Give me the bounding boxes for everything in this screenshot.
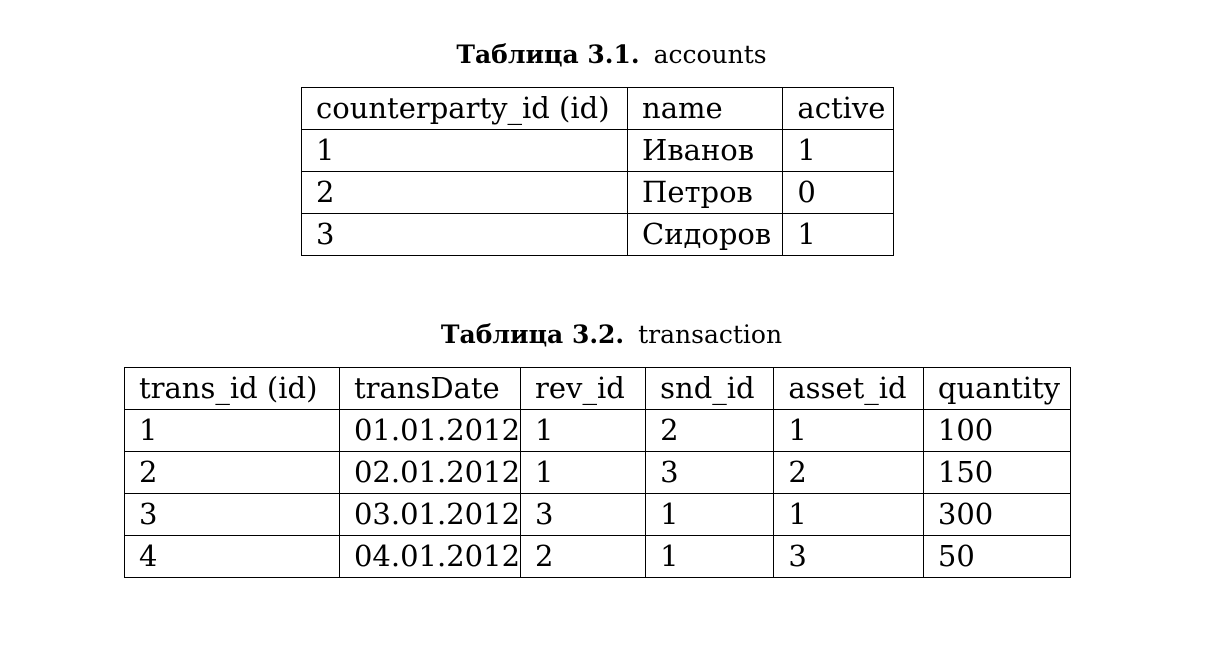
table-cell: 3 bbox=[124, 493, 340, 536]
table-cell: 1 bbox=[300, 129, 629, 172]
table-cell: 1 bbox=[782, 213, 894, 256]
table-cell: 100 bbox=[922, 409, 1072, 452]
table-cell: 2 bbox=[773, 451, 924, 494]
table-row: 2 02.01.2012 1 3 2 150 bbox=[124, 451, 1072, 494]
table-cell: 50 bbox=[922, 535, 1072, 578]
table-cell: 1 bbox=[773, 409, 924, 452]
caption-label: Таблица 3.2. bbox=[440, 320, 625, 349]
header-cell: transDate bbox=[338, 367, 522, 410]
table-cell: 02.01.2012 bbox=[338, 451, 522, 494]
table-cell: 150 bbox=[922, 451, 1072, 494]
table-cell: 1 bbox=[520, 451, 647, 494]
table-cell: Петров bbox=[627, 171, 784, 214]
table-row: 1 Иванов 1 bbox=[300, 129, 894, 172]
table-cell: 1 bbox=[773, 493, 924, 536]
header-cell: trans_id (id) bbox=[124, 367, 340, 410]
table-cell: 3 bbox=[645, 451, 775, 494]
header-cell: asset_id bbox=[773, 367, 924, 410]
caption-label: Таблица 3.1. bbox=[456, 40, 640, 69]
table-cell: 3 bbox=[520, 493, 647, 536]
table-cell: 03.01.2012 bbox=[338, 493, 522, 536]
table-row: 3 03.01.2012 3 1 1 300 bbox=[124, 493, 1072, 536]
table-cell: 2 bbox=[520, 535, 647, 578]
table-cell: 1 bbox=[782, 129, 894, 172]
header-cell: snd_id bbox=[645, 367, 775, 410]
table-cell: 3 bbox=[773, 535, 924, 578]
header-cell: rev_id bbox=[520, 367, 647, 410]
table-cell: 2 bbox=[645, 409, 775, 452]
transaction-table: trans_id (id) transDate rev_id snd_id as… bbox=[124, 367, 1072, 578]
table-cell: 1 bbox=[645, 493, 775, 536]
table-cell: 0 bbox=[782, 171, 894, 214]
table-cell: 3 bbox=[300, 213, 629, 256]
table-cell: 4 bbox=[124, 535, 340, 578]
table-header-row: trans_id (id) transDate rev_id snd_id as… bbox=[124, 367, 1072, 410]
table-cell: 1 bbox=[520, 409, 647, 452]
table-cell: 2 bbox=[300, 171, 629, 214]
table-cell: Сидоров bbox=[627, 213, 784, 256]
table-row: 4 04.01.2012 2 1 3 50 bbox=[124, 535, 1072, 578]
caption-name: accounts bbox=[653, 40, 767, 69]
table-cell: 300 bbox=[922, 493, 1072, 536]
table-header-row: counterparty_id (id) name active bbox=[300, 87, 894, 130]
header-cell: name bbox=[627, 87, 784, 130]
table-caption-transaction: Таблица 3.2. transaction bbox=[0, 320, 1223, 350]
header-cell: quantity bbox=[922, 367, 1072, 410]
table-cell: Иванов bbox=[627, 129, 784, 172]
table-cell: 1 bbox=[124, 409, 340, 452]
table-cell: 2 bbox=[124, 451, 340, 494]
table-cell: 01.01.2012 bbox=[338, 409, 522, 452]
table-cell: 04.01.2012 bbox=[338, 535, 522, 578]
accounts-table: counterparty_id (id) name active 1 Ивано… bbox=[300, 87, 894, 256]
table-row: 3 Сидоров 1 bbox=[300, 213, 894, 256]
table-caption-accounts: Таблица 3.1. accounts bbox=[0, 40, 1223, 70]
table-cell: 1 bbox=[645, 535, 775, 578]
caption-name: transaction bbox=[638, 320, 783, 349]
table-row: 1 01.01.2012 1 2 1 100 bbox=[124, 409, 1072, 452]
table-row: 2 Петров 0 bbox=[300, 171, 894, 214]
header-cell: active bbox=[782, 87, 894, 130]
header-cell: counterparty_id (id) bbox=[300, 87, 629, 130]
